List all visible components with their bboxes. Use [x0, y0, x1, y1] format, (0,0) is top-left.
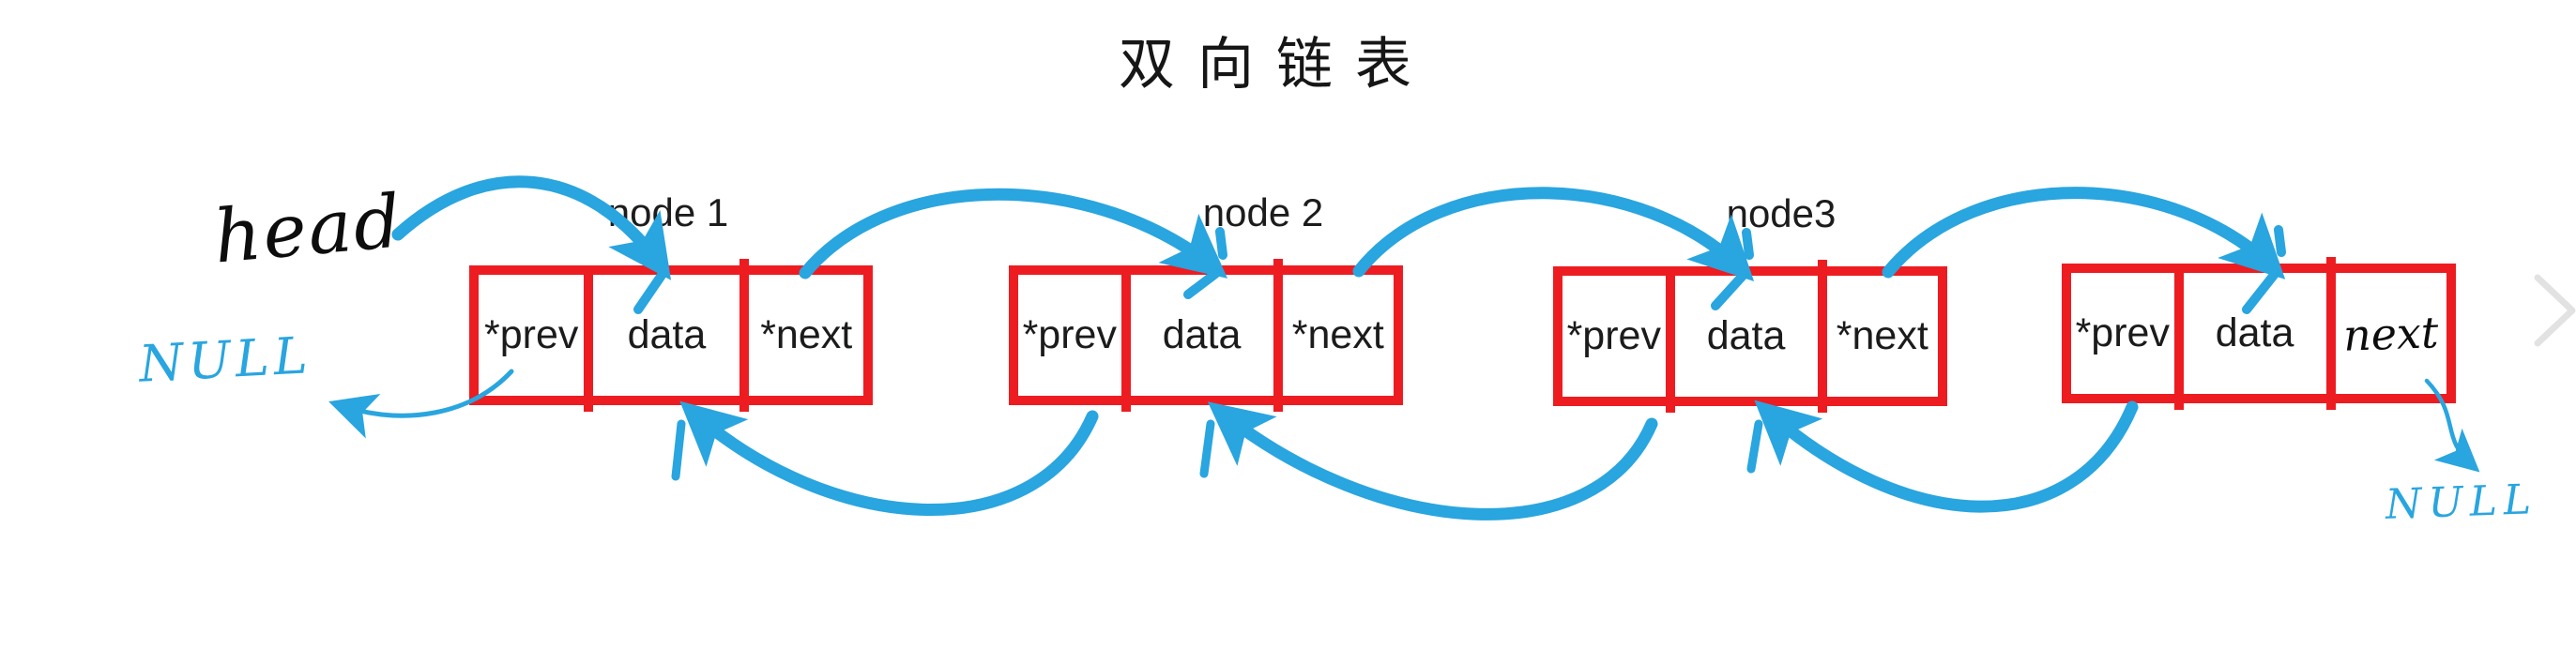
node-3-prev-cell: *prev — [1562, 276, 1666, 397]
node-4-box: *prev data next — [2062, 257, 2456, 410]
node-2-data-text: data — [1162, 312, 1242, 357]
node4-prev-to-node3-arrow — [1746, 400, 2139, 513]
node-3-box: *prev data *next — [1553, 260, 1947, 413]
node-1-prev-cell: *prev — [479, 275, 584, 396]
node-1-next-cell: *next — [739, 259, 863, 412]
node-2-box: *prev data *next — [1009, 259, 1403, 412]
node-4-data-cell: data — [2173, 273, 2326, 410]
node-3-prev-text: *prev — [1566, 313, 1661, 358]
node-3-label: node3 — [1726, 191, 1837, 235]
node-2-next-cell: *next — [1273, 259, 1394, 412]
node-1-prev-text: *prev — [484, 312, 579, 357]
node-3-data-cell: data — [1665, 276, 1818, 413]
page-title: 双向链表 — [1119, 33, 1434, 96]
node-4-next-handwritten-text: next — [2342, 306, 2440, 361]
node-4-data-text: data — [2215, 310, 2294, 355]
node-1-label: node 1 — [607, 190, 729, 234]
node-2-next-text: *next — [1291, 312, 1384, 357]
carousel-next-chevron-icon[interactable] — [2534, 274, 2576, 347]
node-4-prev-text: *prev — [2075, 310, 2170, 355]
node-4-next-cell: next — [2325, 257, 2446, 410]
node2-prev-to-node1-arrow — [671, 400, 1099, 516]
node-4-prev-cell: *prev — [2071, 273, 2174, 394]
node-2-label: node 2 — [1202, 190, 1324, 234]
node-2-data-cell: data — [1120, 275, 1273, 412]
node-3-next-cell: *next — [1817, 260, 1938, 413]
null-left-label: NULL — [137, 325, 314, 394]
node-1-next-text: *next — [760, 312, 853, 357]
null-right-label: NULL — [2385, 475, 2538, 529]
node-1-box: *prev data *next — [469, 259, 873, 412]
node-3-data-text: data — [1706, 313, 1786, 358]
node-2-prev-cell: *prev — [1018, 275, 1121, 396]
node-1-data-text: data — [627, 312, 707, 357]
node3-prev-to-node2-arrow — [1199, 401, 1658, 521]
node-3-next-text: *next — [1836, 313, 1928, 358]
node-2-prev-text: *prev — [1022, 312, 1117, 357]
node-1-data-cell: data — [584, 275, 739, 412]
head-pointer-label: head — [210, 179, 406, 280]
